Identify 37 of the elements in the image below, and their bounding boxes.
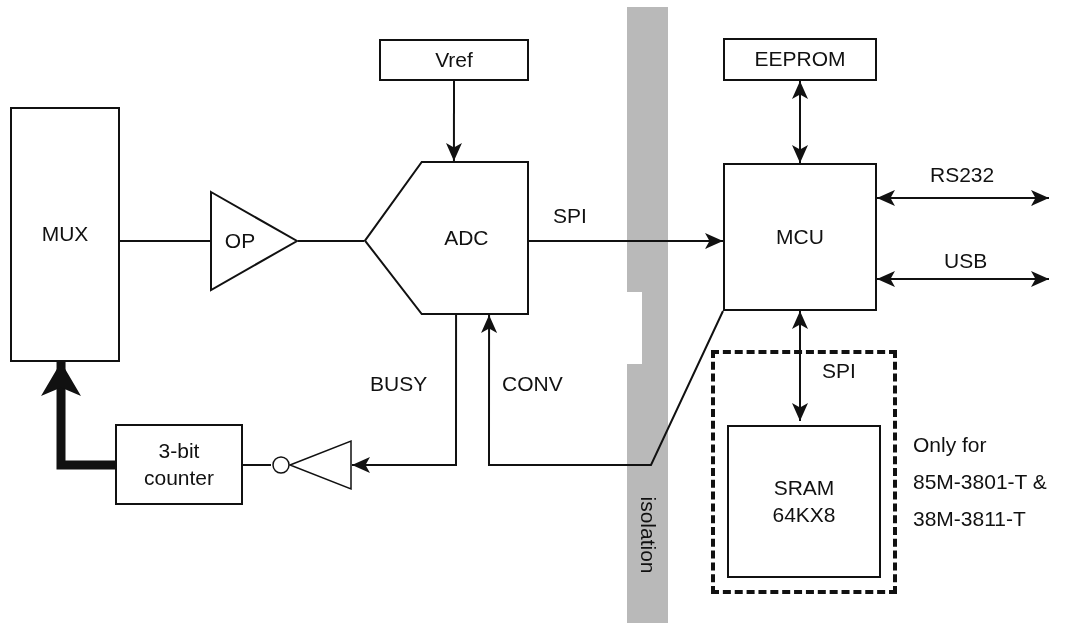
arrow [876, 189, 1050, 206]
block-label: 3-bit counter [142, 438, 215, 491]
eeprom-box [723, 38, 877, 81]
block-label: OP [224, 227, 256, 254]
arrow [41, 362, 115, 470]
band-label: isolation [635, 496, 660, 574]
edge-label: SPI [822, 358, 856, 384]
inverter-symbol [271, 440, 352, 490]
block-label: MUX [41, 221, 89, 248]
block-label: ADC [444, 224, 489, 251]
note-text: Only for 85M-3801-T & 38M-3811-T [913, 432, 1048, 532]
sram-box [727, 425, 881, 578]
vref-box [379, 39, 529, 81]
arrow [481, 310, 724, 466]
arrow [445, 80, 462, 162]
edge-label: CONV [502, 371, 563, 397]
arrow [792, 80, 808, 164]
block-label: SRAM 64KX8 [771, 475, 837, 528]
block-label: MCU [776, 223, 824, 250]
counter-box [115, 424, 243, 505]
connector-line [242, 464, 272, 466]
block-label: Vref [435, 46, 473, 73]
arrow [351, 314, 458, 473]
adc-block [364, 161, 529, 315]
mcu-box [723, 163, 877, 311]
mux-box [10, 107, 120, 362]
arrow [876, 271, 1050, 288]
edge-label: USB [944, 248, 988, 274]
amplifier-symbol [210, 191, 298, 291]
connector-line [119, 239, 211, 242]
block-label: EEPROM [754, 46, 846, 73]
edge-label: SPI [553, 203, 587, 229]
arrow [792, 310, 808, 422]
connector-line [297, 239, 365, 242]
edge-label: BUSY [370, 371, 428, 397]
edge-label: RS232 [930, 162, 995, 188]
arrow [528, 233, 724, 249]
